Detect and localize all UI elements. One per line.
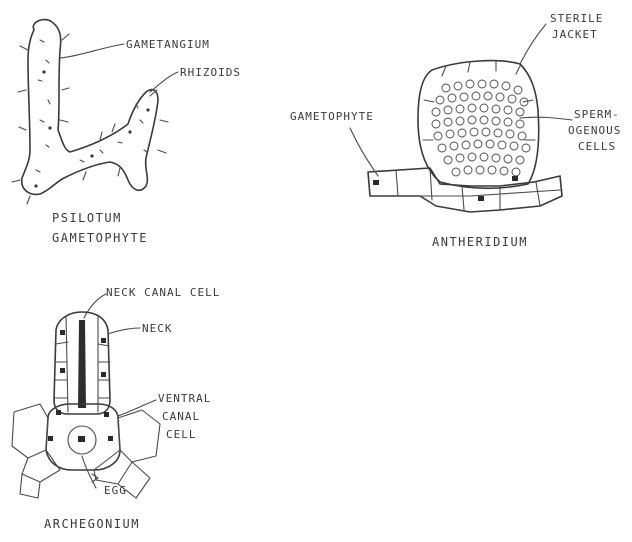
sterile-jacket-label-line1: STERILE: [550, 12, 603, 25]
archegonium-drawing: [12, 294, 160, 498]
gametangium-label: GAMETANGIUM: [126, 38, 210, 51]
spermatogenous-label-line1: SPERM-: [574, 108, 620, 121]
ventral-canal-cell-label-line1: VENTRAL: [158, 392, 211, 405]
neck-canal-cell-label: NECK CANAL CELL: [106, 286, 220, 299]
gametophyte-label: GAMETOPHYTE: [290, 110, 374, 123]
rhizoids-label: RHIZOIDS: [180, 66, 241, 79]
archegonium-caption: ARCHEGONIUM: [44, 518, 140, 531]
spermatogenous-label-line3: CELLS: [578, 140, 616, 153]
antheridium-caption: ANTHERIDIUM: [432, 236, 528, 249]
antheridium-drawing: [350, 24, 572, 212]
spermatogenous-label-line2: OGENOUS: [568, 124, 621, 137]
neck-label: NECK: [142, 322, 173, 335]
ventral-canal-cell-label-line3: CELL: [166, 428, 197, 441]
psilotum-caption-line1: PSILOTUM: [52, 212, 122, 225]
psilotum-caption-line2: GAMETOPHYTE: [52, 232, 148, 245]
sterile-jacket-label-line2: JACKET: [552, 28, 598, 41]
ventral-canal-cell-label-line2: CANAL: [162, 410, 200, 423]
egg-label: EGG: [104, 484, 127, 497]
